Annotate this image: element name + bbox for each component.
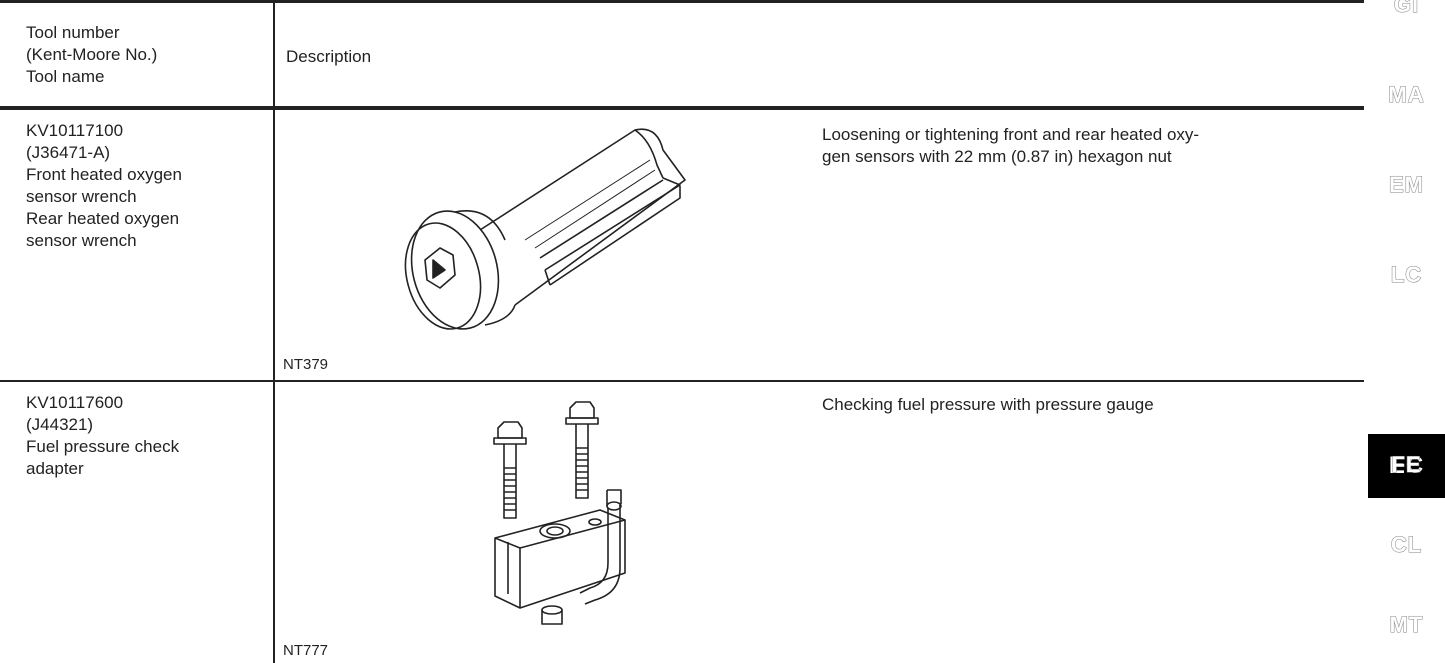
side-tab-em[interactable]: EM <box>1389 172 1424 198</box>
row-divider <box>0 380 1364 382</box>
side-tab-lc[interactable]: LC <box>1390 262 1423 288</box>
table-row-1-tool: KV10117100 (J36471-A) Front heated oxyge… <box>26 121 182 250</box>
oxygen-sensor-wrench-illustration <box>404 128 686 330</box>
header-description-column: Description <box>286 47 372 66</box>
table-row-2-description: Checking fuel pressure with pressure gau… <box>822 395 1154 414</box>
fuel-pressure-adapter-illustration <box>493 401 626 625</box>
side-tab-ec-active[interactable]: EC <box>1368 434 1445 498</box>
header-rule <box>0 106 1364 110</box>
side-tab-cl[interactable]: CL <box>1390 532 1423 558</box>
special-tools-table: Tool number (Kent-Moore No.) Tool name D… <box>0 0 1364 663</box>
column-divider <box>273 0 275 663</box>
table-row-2-figure-code: NT777 <box>283 642 329 659</box>
side-tab-fe[interactable]: FE <box>1391 452 1422 478</box>
side-tab-ma[interactable]: MA <box>1388 82 1425 108</box>
table-top-rule <box>0 0 1364 3</box>
side-tab-gi[interactable]: GI <box>1393 0 1420 18</box>
table-row-1-description: Loosening or tightening front and rear h… <box>822 125 1200 166</box>
table-row-1-figure-code: NT379 <box>283 356 329 373</box>
header-tool-column: Tool number (Kent-Moore No.) Tool name <box>26 23 158 86</box>
side-tab-mt[interactable]: MT <box>1389 612 1424 638</box>
table-row-2-tool: KV10117600 (J44321) Fuel pressure check … <box>26 393 180 478</box>
